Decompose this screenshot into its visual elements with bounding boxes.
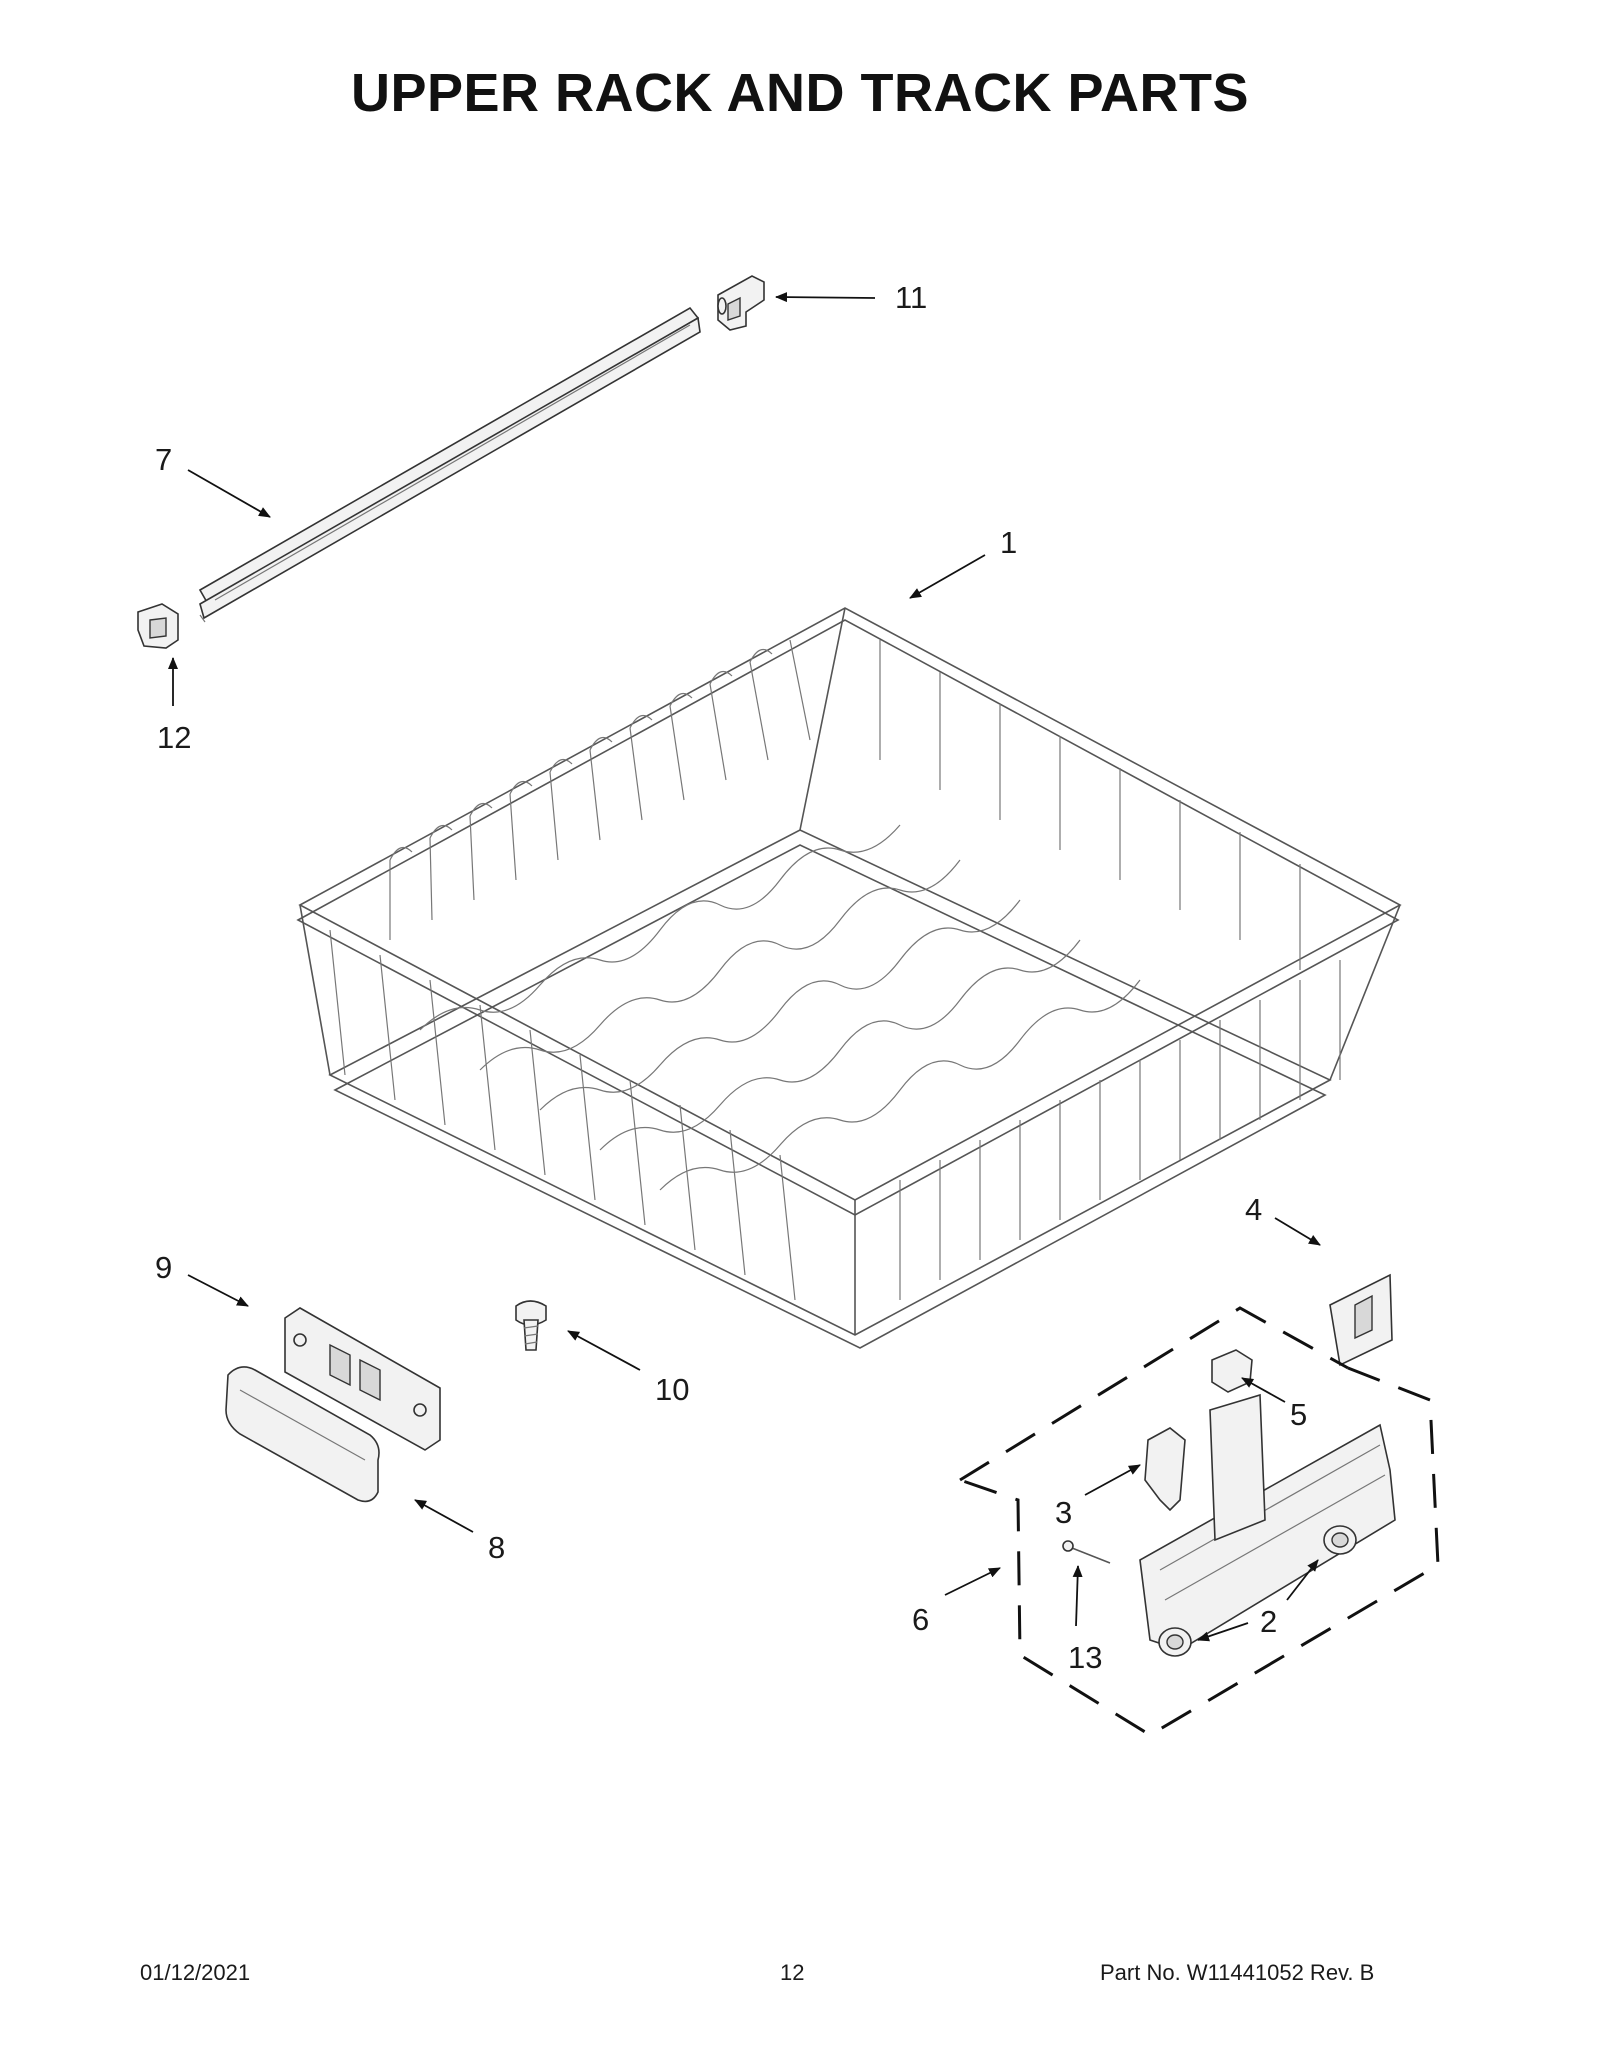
track-end-cap-rear-part: [717, 275, 765, 331]
rack-track-part: [198, 306, 701, 623]
arrow-9: [187, 1274, 249, 1307]
arrow-7: [187, 469, 271, 518]
arrow-6: [944, 1567, 1001, 1596]
callout-13: 13: [1068, 1640, 1102, 1675]
callout-labels: 1 2 3 4 5 6 7 8 9 10 11 12 13: [155, 280, 1307, 1675]
footer-part-number: Part No. W11441052 Rev. B: [1100, 1960, 1375, 1985]
adjuster-clip-part: [1329, 1273, 1393, 1367]
callout-3: 3: [1055, 1495, 1072, 1530]
arrow-11: [775, 292, 876, 303]
callout-6: 6: [912, 1602, 929, 1637]
callout-8: 8: [488, 1530, 505, 1565]
arrow-8: [414, 1499, 474, 1533]
callout-5: 5: [1290, 1397, 1307, 1432]
arrow-1: [909, 554, 986, 599]
screw-10-part: [515, 1300, 547, 1351]
callout-4: 4: [1245, 1192, 1262, 1227]
callout-11: 11: [895, 280, 927, 315]
upper-rack-part: [296, 607, 1402, 1349]
handle-base-part: [284, 1307, 441, 1451]
track-end-cap-front-part: [137, 603, 179, 649]
footer-date: 01/12/2021: [140, 1960, 251, 1985]
handle-part: [225, 1366, 380, 1503]
arrow-5: [1241, 1377, 1286, 1403]
arrow-13: [1072, 1565, 1083, 1627]
callout-7: 7: [155, 442, 172, 477]
arrow-10: [567, 1330, 641, 1371]
callout-2: 2: [1260, 1604, 1277, 1639]
arrow-2a: [1286, 1559, 1319, 1601]
adjuster-assembly-part: [959, 1306, 1440, 1737]
arrow-2b: [1197, 1622, 1249, 1642]
page-title: UPPER RACK AND TRACK PARTS: [350, 63, 1249, 123]
arrow-4: [1274, 1217, 1321, 1246]
arrow-3: [1084, 1464, 1141, 1496]
callout-12: 12: [157, 720, 191, 755]
callout-9: 9: [155, 1250, 172, 1285]
footer-page-number: 12: [780, 1960, 805, 1985]
callout-10: 10: [655, 1372, 689, 1407]
callout-1: 1: [1000, 525, 1017, 560]
callout-arrows: [168, 292, 1321, 1642]
